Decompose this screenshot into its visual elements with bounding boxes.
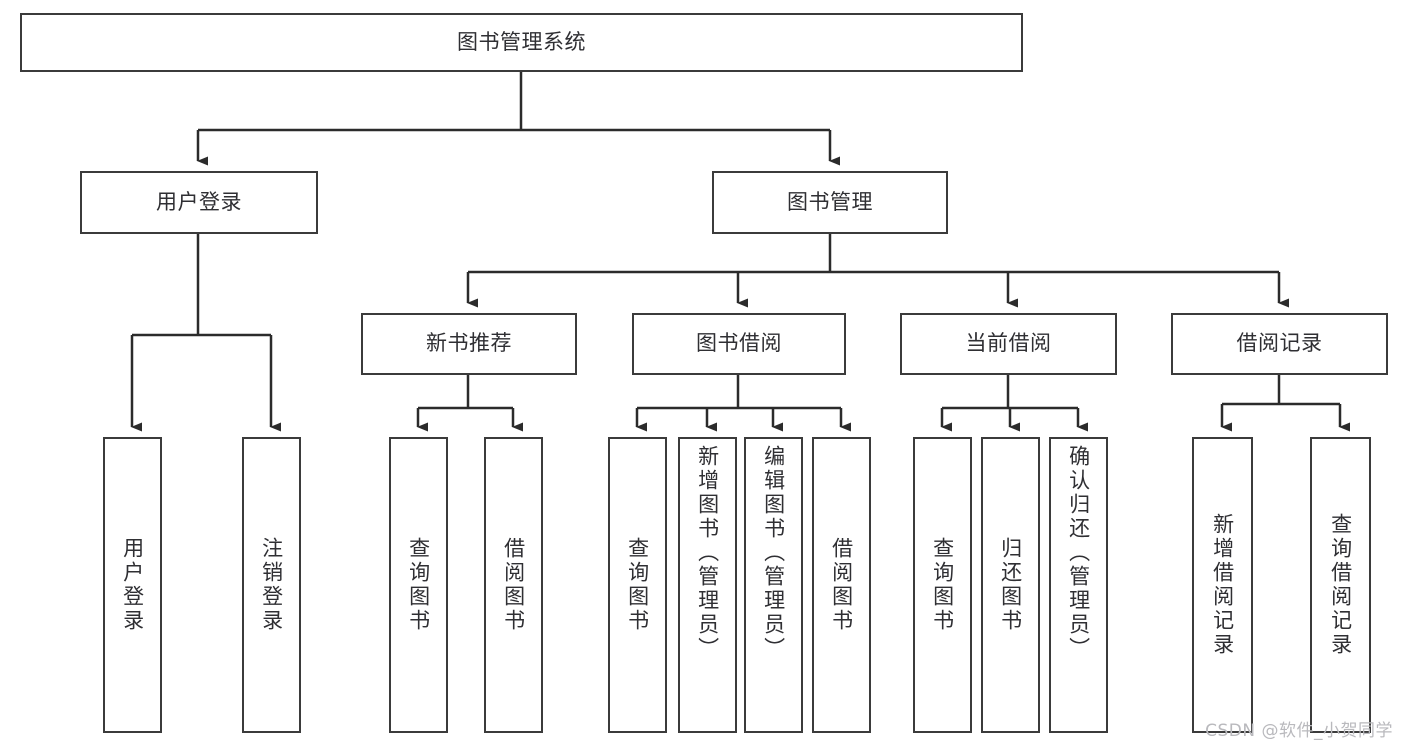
node-borrow-record[interactable]: 借阅记录 xyxy=(1171,313,1388,375)
node-book-borrow[interactable]: 图书借阅 xyxy=(632,313,846,375)
node-label: 新书推荐 xyxy=(426,331,512,356)
node-label: 查询图书 xyxy=(625,537,650,633)
leaf-record-add-borrow-record[interactable]: 新增借阅记录 xyxy=(1192,437,1253,733)
node-current-borrow[interactable]: 当前借阅 xyxy=(900,313,1117,375)
node-label: 归还图书 xyxy=(998,537,1023,633)
node-label: 借阅记录 xyxy=(1236,331,1323,356)
leaf-recommend-borrow-book[interactable]: 借阅图书 xyxy=(484,437,543,733)
leaf-current-query-book[interactable]: 查询图书 xyxy=(913,437,972,733)
node-label: 新增图书（管理员） xyxy=(695,445,720,661)
node-label: 图书借阅 xyxy=(696,331,782,356)
node-label: 当前借阅 xyxy=(965,331,1052,356)
node-label: 查询图书 xyxy=(930,537,955,633)
node-user-login[interactable]: 用户登录 xyxy=(80,171,318,234)
leaf-borrow-query-book[interactable]: 查询图书 xyxy=(608,437,667,733)
csdn-watermark: CSDN @软件_小贺同学 xyxy=(1205,721,1393,741)
leaf-borrow-add-book-admin[interactable]: 新增图书（管理员） xyxy=(678,437,737,733)
node-label: 查询借阅记录 xyxy=(1328,513,1353,657)
leaf-user-login[interactable]: 用户登录 xyxy=(103,437,162,733)
node-label: 查询图书 xyxy=(406,537,431,633)
node-label: 图书管理 xyxy=(787,189,873,214)
node-label: 图书管理系统 xyxy=(457,29,586,54)
node-label: 用户登录 xyxy=(120,537,145,633)
leaf-current-confirm-return-admin[interactable]: 确认归还（管理员） xyxy=(1049,437,1108,733)
leaf-current-return-book[interactable]: 归还图书 xyxy=(981,437,1040,733)
node-label: 新增借阅记录 xyxy=(1210,513,1235,657)
leaf-user-logout[interactable]: 注销登录 xyxy=(242,437,301,733)
node-label: 用户登录 xyxy=(156,189,242,214)
leaf-record-query-borrow-record[interactable]: 查询借阅记录 xyxy=(1310,437,1371,733)
node-root-system[interactable]: 图书管理系统 xyxy=(20,13,1023,72)
node-label: 确认归还（管理员） xyxy=(1066,445,1091,661)
leaf-borrow-edit-book-admin[interactable]: 编辑图书（管理员） xyxy=(744,437,803,733)
node-label: 借阅图书 xyxy=(501,537,526,633)
node-new-book-recommend[interactable]: 新书推荐 xyxy=(361,313,577,375)
leaf-recommend-query-book[interactable]: 查询图书 xyxy=(389,437,448,733)
node-label: 借阅图书 xyxy=(829,537,854,633)
node-label: 注销登录 xyxy=(259,537,284,633)
node-label: 编辑图书（管理员） xyxy=(761,445,786,661)
node-book-management[interactable]: 图书管理 xyxy=(712,171,948,234)
leaf-borrow-borrow-book[interactable]: 借阅图书 xyxy=(812,437,871,733)
